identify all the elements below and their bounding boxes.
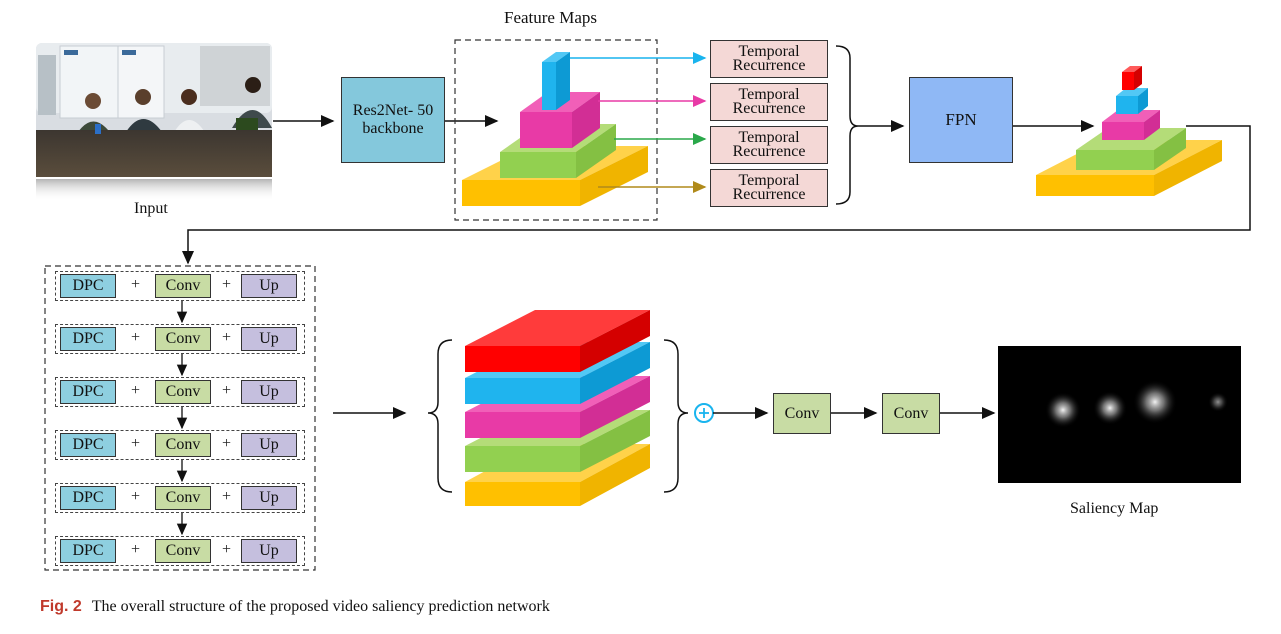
- plus-sign: +: [131, 435, 141, 452]
- plus-sign: +: [222, 382, 232, 399]
- plus-sign: +: [131, 488, 141, 505]
- up-box: Up: [241, 274, 297, 298]
- plus-sign: +: [222, 541, 232, 558]
- conv-box: Conv: [155, 380, 211, 404]
- temporal-label-line1: Temporal: [738, 172, 800, 189]
- decoder-row: [55, 271, 305, 301]
- temporal-label-line2: Recurrence: [732, 186, 806, 203]
- backbone-label-line2: backbone: [362, 120, 424, 137]
- plus-sign: +: [222, 435, 232, 452]
- saliency-map-label: Saliency Map: [1070, 500, 1159, 517]
- dpc-box: DPC: [60, 327, 116, 351]
- plus-sign: +: [222, 488, 232, 505]
- conv-box: Conv: [155, 539, 211, 563]
- dpc-box: DPC: [60, 433, 116, 457]
- conv-box: Conv: [155, 327, 211, 351]
- saliency-map-image: [998, 346, 1241, 483]
- decoder-row: [55, 536, 305, 566]
- temporal-recurrence-box-1: Temporal Recurrence: [710, 40, 828, 78]
- temporal-recurrence-box-2: Temporal Recurrence: [710, 83, 828, 121]
- temporal-label-line2: Recurrence: [732, 143, 806, 160]
- up-box: Up: [241, 380, 297, 404]
- temporal-label-line1: Temporal: [738, 43, 800, 60]
- fpn-output-pyramid: [1036, 66, 1222, 196]
- temporal-label-line2: Recurrence: [732, 100, 806, 117]
- feature-maps-frame: [454, 39, 658, 221]
- temporal-recurrence-box-4: Temporal Recurrence: [710, 169, 828, 207]
- decoder-row: [55, 430, 305, 460]
- backbone-box: Res2Net- 50 backbone: [341, 77, 445, 163]
- plus-sign: +: [222, 276, 232, 293]
- decoder-row: [55, 483, 305, 513]
- caption-prefix: Fig. 2: [40, 598, 82, 615]
- feature-pyramid: [462, 52, 648, 206]
- up-box: Up: [241, 327, 297, 351]
- feature-maps-label: Feature Maps: [504, 8, 598, 27]
- dpc-box: DPC: [60, 274, 116, 298]
- plus-sign: +: [222, 329, 232, 346]
- input-video-frame: [36, 43, 272, 201]
- conv-box: Conv: [155, 433, 211, 457]
- plus-sign: +: [131, 329, 141, 346]
- up-box: Up: [241, 433, 297, 457]
- arrow-fpn-to-decoder: [182, 125, 1251, 265]
- stack-right-bracket: [663, 339, 689, 493]
- decoder-row: [55, 324, 305, 354]
- plus-sign: +: [131, 382, 141, 399]
- decoder-frame: [44, 265, 316, 571]
- dpc-box: DPC: [60, 486, 116, 510]
- dpc-box: DPC: [60, 539, 116, 563]
- conv-box-2: Conv: [882, 393, 940, 434]
- conv-box: Conv: [155, 486, 211, 510]
- plus-sign: +: [131, 541, 141, 558]
- conv-box-1: Conv: [773, 393, 831, 434]
- element-wise-sum-icon: [694, 403, 714, 423]
- temporal-brace: [835, 45, 859, 205]
- input-label: Input: [134, 200, 168, 217]
- temporal-recurrence-box-3: Temporal Recurrence: [710, 126, 828, 164]
- temporal-label-line2: Recurrence: [732, 57, 806, 74]
- decoder-row: [55, 377, 305, 407]
- temporal-label-line1: Temporal: [738, 129, 800, 146]
- up-box: Up: [241, 539, 297, 563]
- backbone-label-line1: Res2Net- 50: [352, 102, 434, 119]
- stack-left-bracket: [427, 339, 453, 493]
- concatenated-maps-stack: [465, 310, 650, 506]
- temporal-label-line1: Temporal: [738, 86, 800, 103]
- up-box: Up: [241, 486, 297, 510]
- fpn-box: FPN: [909, 77, 1013, 163]
- figure-caption: Fig. 2 The overall structure of the prop…: [40, 598, 550, 616]
- dpc-box: DPC: [60, 380, 116, 404]
- caption-text: The overall structure of the proposed vi…: [91, 598, 550, 615]
- plus-sign: +: [131, 276, 141, 293]
- conv-box: Conv: [155, 274, 211, 298]
